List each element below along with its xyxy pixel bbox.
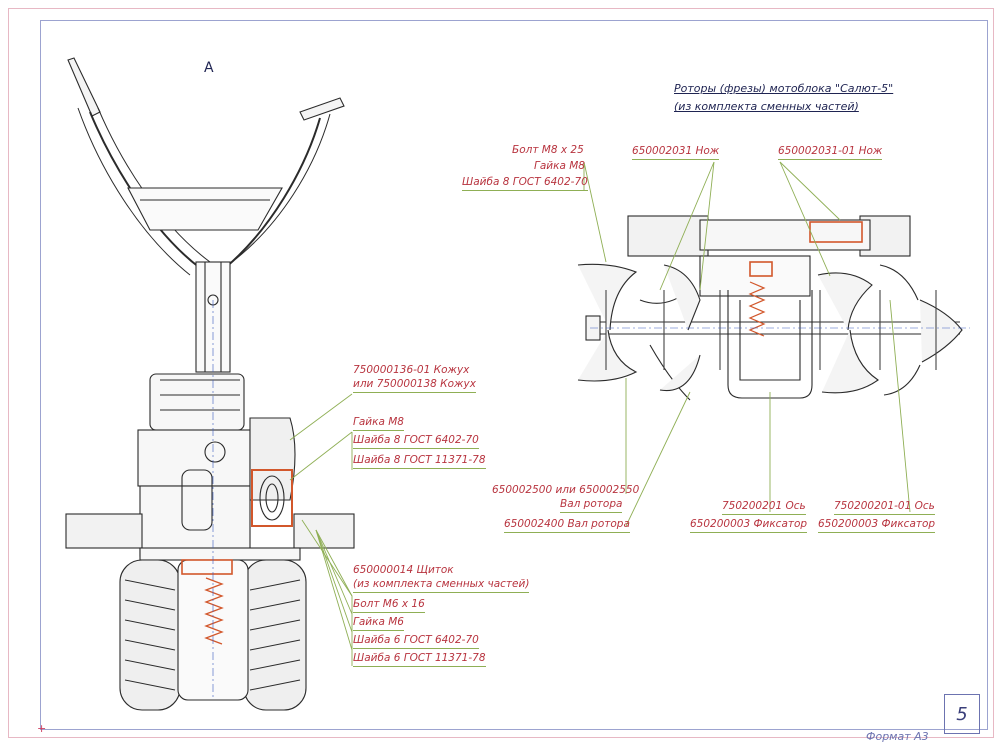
outer-frame (8, 8, 994, 738)
label-val-1b: Вал ротора (560, 498, 623, 513)
rotors-subtitle: (из комплекта сменных частей) (674, 100, 859, 113)
label-gaika-m6: Гайка М6 (353, 616, 404, 631)
view-label: А (204, 60, 214, 76)
label-shaiba8-11371-left: Шайба 8 ГОСТ 11371-78 (353, 454, 486, 469)
label-val-1a: 650002500 или 650002550 (492, 484, 640, 496)
label-shaiba6-11371: Шайба 6 ГОСТ 11371-78 (353, 652, 486, 667)
label-bolt-m8: Болт М8 х 25 (512, 144, 584, 156)
format-label: Формат А3 (866, 730, 929, 743)
label-nozh-2: 650002031-01 Нож (778, 145, 883, 160)
page-number: 5 (944, 694, 980, 734)
label-shchitok-1: 650000014 Щиток (353, 564, 454, 576)
label-fiksator-2: 650200003 Фиксатор (818, 518, 936, 533)
motoblock-drawing (65, 57, 355, 711)
label-shaiba6-6402: Шайба 6 ГОСТ 6402-70 (353, 634, 479, 649)
label-gaika-m8-right: Гайка М8 (534, 160, 585, 172)
label-fiksator-1: 650200003 Фиксатор (690, 518, 808, 533)
registration-mark: + (37, 722, 47, 735)
label-bolt-m6: Болт М6 х 16 (353, 598, 425, 613)
label-kozhukh-1: 750000136-01 Кожух (353, 364, 470, 376)
label-shaiba8-right: Шайба 8 ГОСТ 6402-70 (462, 176, 588, 191)
rotors-title: Роторы (фрезы) мотоблока "Салют-5" (674, 82, 894, 95)
label-val-2: 650002400 Вал ротора (504, 518, 630, 533)
label-nozh-1: 650002031 Нож (632, 145, 720, 160)
leader-lines (289, 161, 911, 666)
label-gaika-m8-left: Гайка М8 (353, 416, 404, 431)
inner-frame (40, 20, 988, 730)
label-shchitok-2: (из комплекта сменных частей) (353, 578, 530, 593)
label-os-1: 750200201 Ось (722, 500, 806, 515)
rotor-drawing (577, 215, 970, 401)
label-shaiba8-6402-left: Шайба 8 ГОСТ 6402-70 (353, 434, 479, 449)
label-kozhukh-2: или 750000138 Кожух (353, 378, 476, 393)
label-os-2: 750200201-01 Ось (834, 500, 935, 515)
